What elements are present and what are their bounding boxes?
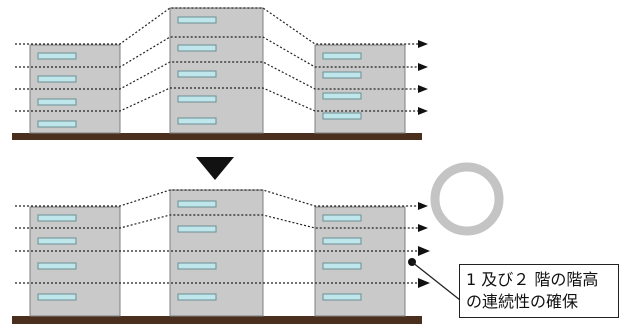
floor-arrows-top	[418, 40, 428, 115]
callout-line-1: 1 及び２ 階の階高	[466, 270, 599, 289]
after-scenario	[12, 189, 461, 324]
transition-arrow-icon	[196, 157, 234, 180]
floor-lines-top	[15, 7, 418, 112]
ground-bottom	[12, 316, 422, 324]
callout-pointer	[408, 258, 461, 301]
floor-lines-bottom	[15, 189, 418, 284]
building-right-bottom	[314, 206, 406, 317]
building-center-bottom	[169, 189, 264, 317]
callout-box: 1 及び２ 階の階高 の連続性の確保	[459, 264, 619, 318]
ground-top	[12, 133, 422, 140]
before-scenario	[12, 7, 428, 140]
building-center-top	[169, 7, 264, 134]
circle-mark-icon	[430, 162, 504, 236]
callout-line-2: の連続性の確保	[466, 292, 579, 311]
floor-arrows-bottom	[418, 202, 430, 288]
building-left-bottom	[29, 206, 121, 317]
